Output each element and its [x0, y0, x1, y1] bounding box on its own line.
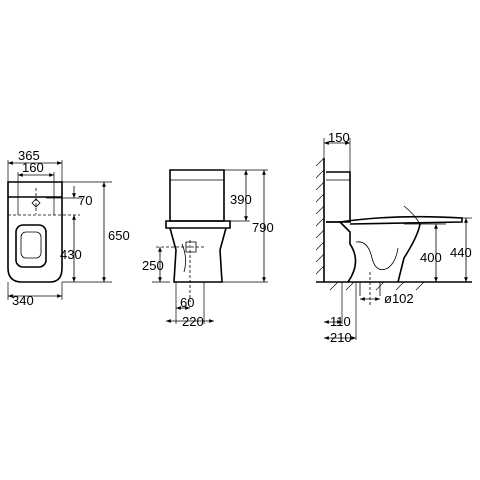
wall-hatch	[315, 157, 325, 275]
dim-label-440: 440	[450, 245, 472, 260]
dim-label-150: 150	[328, 130, 350, 145]
seat-inner	[20, 231, 42, 259]
side-view: 390 790 250 60 220	[142, 169, 274, 329]
trap-line	[181, 243, 186, 273]
trap-profile	[355, 241, 399, 271]
dim-label-430: 430	[60, 247, 82, 262]
dim-label-110: 110	[330, 314, 351, 329]
dim-label-650: 650	[108, 228, 130, 243]
pedestal-outline	[169, 227, 227, 283]
dim-label-365: 365	[18, 148, 40, 163]
dim-label-340: 340	[12, 293, 34, 308]
dim-label-400: 400	[420, 250, 442, 265]
dim-label-250: 250	[142, 258, 164, 273]
seat-outline	[15, 224, 47, 268]
front-view: 365 160 70 650 430 340	[7, 148, 130, 308]
bowl-profile	[339, 221, 421, 283]
dim-label-160: 160	[22, 160, 44, 175]
floor-hatch	[329, 281, 425, 291]
seat-profile	[326, 215, 463, 225]
dim-label-390: 390	[230, 192, 252, 207]
profile-view: 150 400 440 ø102 110 210	[315, 130, 472, 345]
front-view-outline	[7, 181, 63, 283]
dim-label-60: 60	[180, 295, 194, 310]
dim-label-102: ø102	[384, 291, 414, 306]
profile-tank-outline	[326, 171, 351, 223]
lid-open-line	[403, 205, 421, 225]
rim-outline	[165, 220, 231, 229]
dim-label-790: 790	[252, 220, 274, 235]
flush-button-icon	[31, 198, 41, 208]
dim-label-210: 210	[330, 330, 352, 345]
dim-label-70: 70	[78, 193, 92, 208]
outlet-icon	[185, 241, 197, 253]
tank-outline	[169, 169, 225, 222]
dim-label-220: 220	[182, 314, 204, 329]
